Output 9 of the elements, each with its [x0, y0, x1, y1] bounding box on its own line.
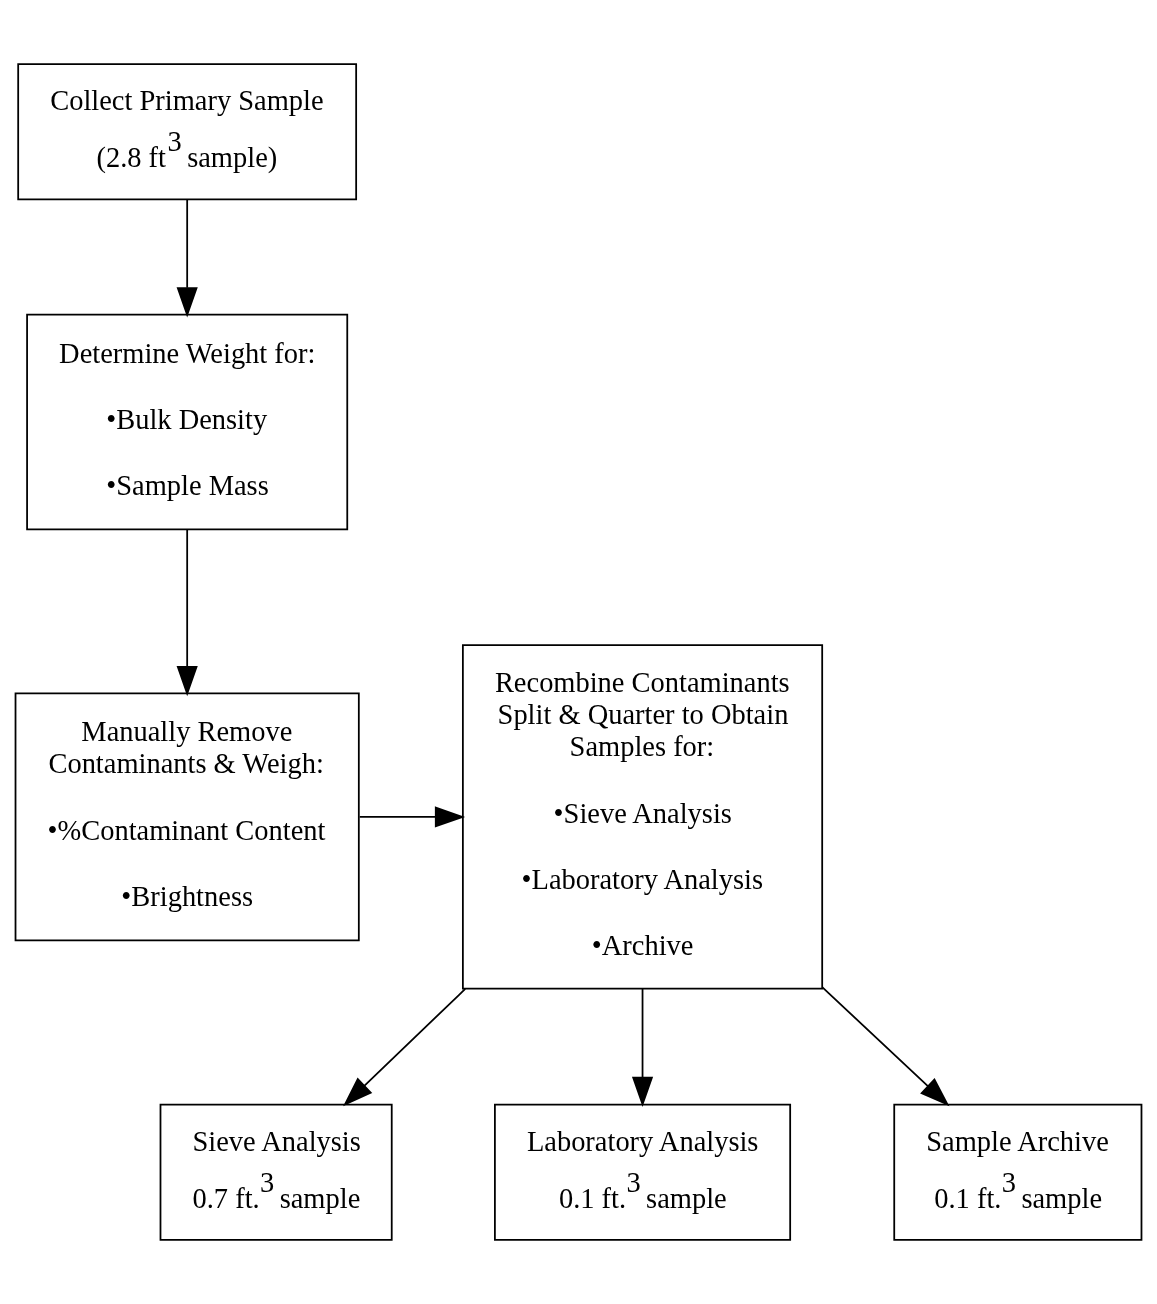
arrow — [176, 199, 198, 318]
arrow — [176, 528, 198, 697]
arrow — [343, 988, 467, 1107]
arrow — [631, 988, 654, 1108]
arrow — [358, 806, 466, 828]
node-box: Determine Weight for: •Bulk Density •Sample Mass — [26, 313, 349, 531]
node-box: Manually Remove Contaminants & Weigh: •%Contaminant Content •Brightness — [14, 692, 360, 942]
arrow — [821, 986, 950, 1107]
node-box: Recombine Contaminants Split & Quarter to Obtain Samples for: •Sieve Analysis •Laboratory Analysis •Archive — [462, 644, 824, 990]
